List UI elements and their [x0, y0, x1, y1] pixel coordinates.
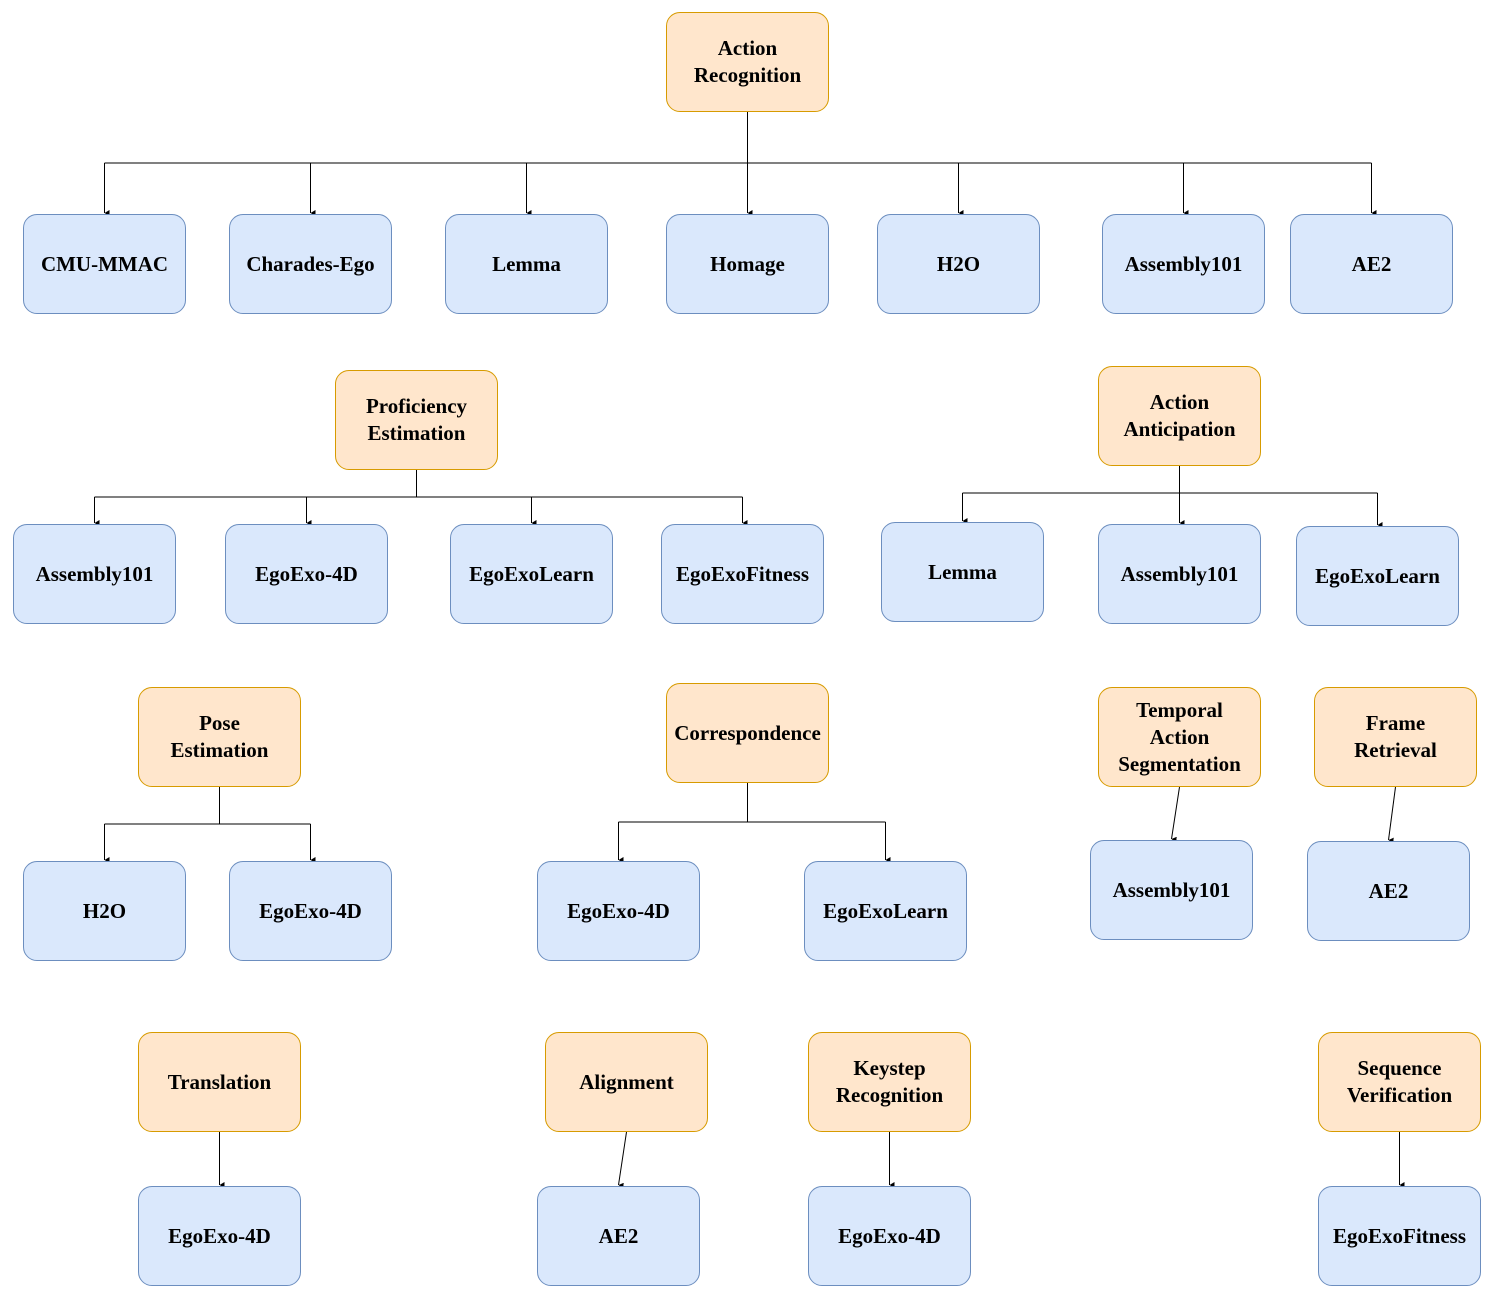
task-node-keystep-recognition: Keystep Recognition: [808, 1032, 971, 1132]
dataset-node: AE2: [537, 1186, 700, 1286]
dataset-node: Assembly101: [1090, 840, 1253, 940]
task-node-action-anticipation: Action Anticipation: [1098, 366, 1261, 466]
task-node-correspondence: Correspondence: [666, 683, 829, 783]
dataset-node: EgoExo-4D: [537, 861, 700, 961]
dataset-node: Lemma: [881, 522, 1044, 622]
task-node-proficiency-estimation: Proficiency Estimation: [335, 370, 498, 470]
connector-arrow: [618, 1131, 627, 1189]
dataset-node: AE2: [1307, 841, 1470, 941]
dataset-node: H2O: [23, 861, 186, 961]
dataset-node: EgoExoFitness: [1318, 1186, 1481, 1286]
dataset-node: EgoExo-4D: [138, 1186, 301, 1286]
dataset-node: EgoExo-4D: [808, 1186, 971, 1286]
dataset-node: H2O: [877, 214, 1040, 314]
dataset-node: EgoExoFitness: [661, 524, 824, 624]
dataset-node: Assembly101: [1098, 524, 1261, 624]
connector-arrow: [1171, 786, 1180, 843]
task-node-alignment: Alignment: [545, 1032, 708, 1132]
dataset-node: EgoExo-4D: [225, 524, 388, 624]
dataset-node: Assembly101: [13, 524, 176, 624]
task-node-pose-estimation: Pose Estimation: [138, 687, 301, 787]
connector-arrow: [1388, 786, 1396, 844]
task-node-translation: Translation: [138, 1032, 301, 1132]
task-node-sequence-verification: Sequence Verification: [1318, 1032, 1481, 1132]
dataset-node: EgoExoLearn: [450, 524, 613, 624]
task-node-temporal-action-segmentation: Temporal Action Segmentation: [1098, 687, 1261, 787]
dataset-node: AE2: [1290, 214, 1453, 314]
dataset-node: EgoExoLearn: [804, 861, 967, 961]
dataset-node: Homage: [666, 214, 829, 314]
task-node-action-recognition: Action Recognition: [666, 12, 829, 112]
dataset-node: Charades-Ego: [229, 214, 392, 314]
task-node-frame-retrieval: Frame Retrieval: [1314, 687, 1477, 787]
dataset-node: Assembly101: [1102, 214, 1265, 314]
dataset-node: CMU-MMAC: [23, 214, 186, 314]
dataset-node: EgoExo-4D: [229, 861, 392, 961]
dataset-node: EgoExoLearn: [1296, 526, 1459, 626]
dataset-node: Lemma: [445, 214, 608, 314]
